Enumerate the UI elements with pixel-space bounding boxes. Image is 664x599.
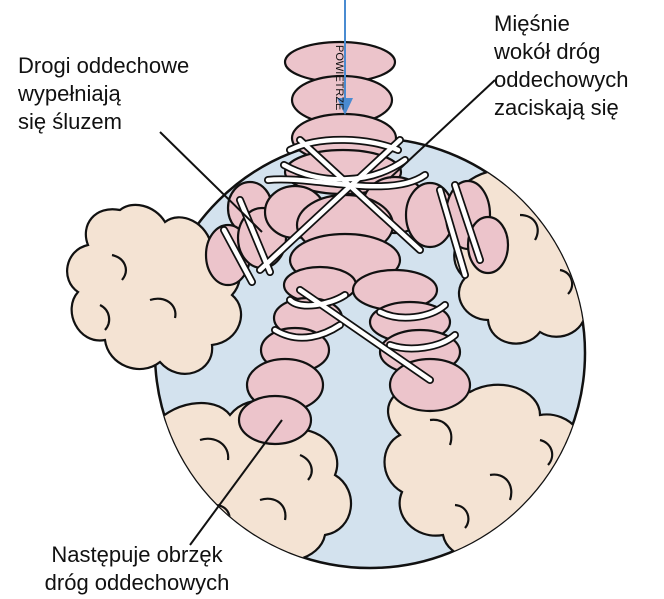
label-mucus-line-2: wypełniają [18, 80, 189, 108]
label-swelling-line-1: Następuje obrzęk [18, 541, 256, 569]
label-mucus-line-3: się śluzem [18, 108, 189, 136]
air-label: POWIETRZE [333, 45, 345, 110]
label-mucus-line-1: Drogi oddechowe [18, 52, 189, 80]
label-muscles: Mięśnie wokół dróg oddechowych zaciskają… [494, 10, 629, 122]
label-muscles-line-3: oddechowych [494, 66, 629, 94]
label-muscles-line-1: Mięśnie [494, 10, 629, 38]
label-muscles-line-2: wokół dróg [494, 38, 629, 66]
label-muscles-line-4: zaciskają się [494, 94, 629, 122]
label-swelling: Następuje obrzęk dróg oddechowych [18, 541, 256, 597]
label-swelling-line-2: dróg oddechowych [18, 569, 256, 597]
label-mucus: Drogi oddechowe wypełniają się śluzem [18, 52, 189, 136]
